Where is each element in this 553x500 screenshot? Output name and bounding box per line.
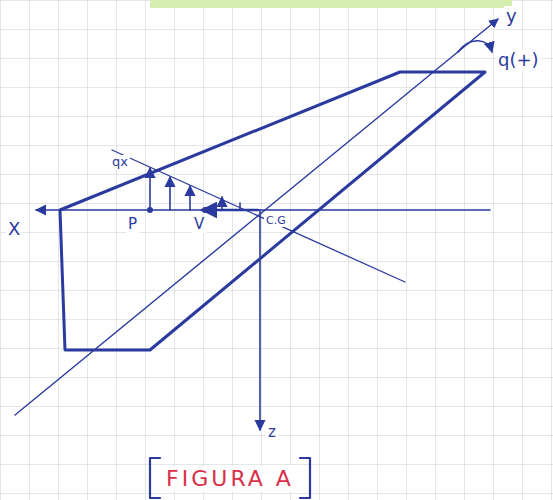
axis-label: z: [266, 424, 278, 441]
green-strip: [150, 0, 512, 8]
axis-label: X: [6, 219, 22, 239]
axis-label: y: [504, 6, 519, 26]
shear-arrow: [202, 209, 258, 211]
y-axis: [15, 19, 498, 415]
load-label: qx: [110, 155, 130, 169]
load-arrow: [221, 197, 223, 210]
bracket: [150, 458, 160, 498]
moment-arrow: [458, 41, 492, 52]
point-label: V: [192, 216, 206, 233]
load-line: [112, 150, 405, 282]
moment-label: q(+): [496, 50, 541, 70]
figure-caption: FIGURA A: [163, 466, 297, 491]
load-arrow: [189, 186, 191, 210]
load-arrow: [149, 168, 151, 210]
point-v: [202, 207, 208, 213]
z-axis: [259, 210, 261, 430]
load-arrow: [169, 177, 171, 210]
bracket: [300, 458, 310, 498]
wing-outline: [60, 72, 485, 350]
x-axis: [36, 209, 490, 211]
point-label: C.G: [264, 215, 288, 227]
point-p: [147, 207, 153, 213]
point-label: P: [126, 216, 139, 233]
